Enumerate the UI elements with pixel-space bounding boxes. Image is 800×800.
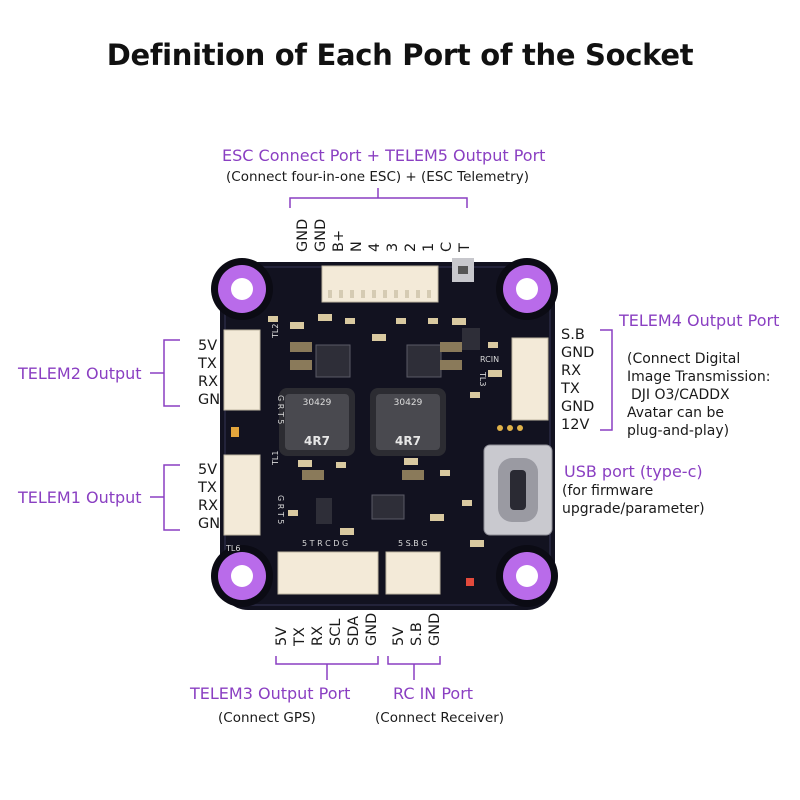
silk-label: G R T 5 (276, 395, 285, 424)
pin-label: TX (198, 480, 217, 496)
telem1-heading: TELEM1 Output (18, 488, 142, 507)
silk-label: TL2 (271, 324, 280, 339)
rcin-subtitle: (Connect Receiver) (375, 710, 505, 726)
capacitors (290, 342, 462, 480)
inductor-code-text: 30429 (394, 398, 423, 408)
desc-line: Avatar can be (627, 405, 724, 421)
telem1-bracket (163, 464, 180, 531)
page-title: Definition of Each Port of the Socket (106, 38, 694, 72)
pin-label: RX (198, 374, 219, 390)
rcin-heading: RC IN Port (393, 684, 474, 703)
mount-hole (496, 258, 558, 320)
silk-label: G R T 5 (276, 495, 285, 524)
pin-label: GND (561, 399, 595, 415)
ic-chip (462, 328, 480, 350)
desc-line: upgrade/parameter) (562, 501, 705, 517)
pin-label: 5V (198, 338, 218, 354)
telem4-heading: TELEM4 Output Port (619, 311, 780, 330)
rcin-connector (385, 551, 441, 595)
esc-port-heading: ESC Connect Port + TELEM5 Output Port (222, 146, 546, 165)
telem3-subtitle: (Connect GPS) (218, 710, 316, 726)
esc-connector-pins (328, 290, 431, 298)
telem2-connector (223, 329, 261, 411)
pin-label: GND (561, 345, 595, 361)
pin-label: RX (561, 363, 582, 379)
telem3-connector (277, 551, 379, 595)
pin-label: TX (561, 381, 580, 397)
inductor-value-text: 4R7 (304, 434, 330, 448)
desc-line: (for firmware (562, 483, 654, 499)
status-led (466, 578, 474, 586)
silk-label: TL6 (225, 544, 240, 553)
gold-pads (497, 425, 523, 431)
desc-line: plug-and-play) (627, 423, 730, 439)
pin-label: TX (198, 356, 217, 372)
ic-chip (406, 344, 442, 378)
telem3-heading: TELEM3 Output Port (190, 684, 351, 703)
esc-port-subtitle: (Connect four-in-one ESC) + (ESC Telemet… (226, 169, 529, 185)
ic-chip (371, 494, 405, 520)
desc-line: Image Transmission: (627, 369, 771, 385)
telem3-bracket (275, 656, 379, 665)
usb-heading: USB port (type-c) (564, 462, 703, 481)
telem4-description: (Connect Digital Image Transmission: DJI… (627, 350, 770, 440)
telem2-bracket (163, 339, 180, 407)
telem1-connector (223, 454, 261, 536)
telem4-connector (511, 337, 549, 421)
ic-chip (316, 498, 332, 524)
pin-label: 12V (561, 417, 590, 433)
inductor-code-text: 30429 (303, 398, 332, 408)
silk-label: RCIN (480, 355, 499, 364)
silk-label: TL1 (271, 451, 280, 466)
bracket-lines (150, 188, 613, 680)
pin-label: 5V (198, 462, 218, 478)
telem4-bracket (600, 329, 613, 431)
rcin-bracket (387, 656, 441, 665)
pin-label: S.B (561, 327, 585, 343)
pin-label: RX (198, 498, 219, 514)
mount-hole (211, 545, 273, 607)
inductor-value-text: 4R7 (395, 434, 421, 448)
mount-hole (211, 258, 273, 320)
telem4-pin-list: S.B GND RX TX GND 12V (561, 326, 594, 434)
telem2-heading: TELEM2 Output (18, 364, 142, 383)
silk-label: 5 T R C D G (302, 539, 348, 548)
usb-description: (for firmware upgrade/parameter) (562, 482, 705, 518)
passive-components (268, 314, 502, 547)
silk-label: TL3 (478, 371, 487, 386)
mount-hole (496, 545, 558, 607)
esc-bracket (289, 197, 468, 208)
silk-label: 5 S.B G (398, 539, 427, 548)
desc-line: (Connect Digital (627, 351, 741, 367)
ic-chip (315, 344, 351, 378)
status-led (231, 427, 239, 437)
desc-line: DJI O3/CADDX (631, 387, 730, 403)
